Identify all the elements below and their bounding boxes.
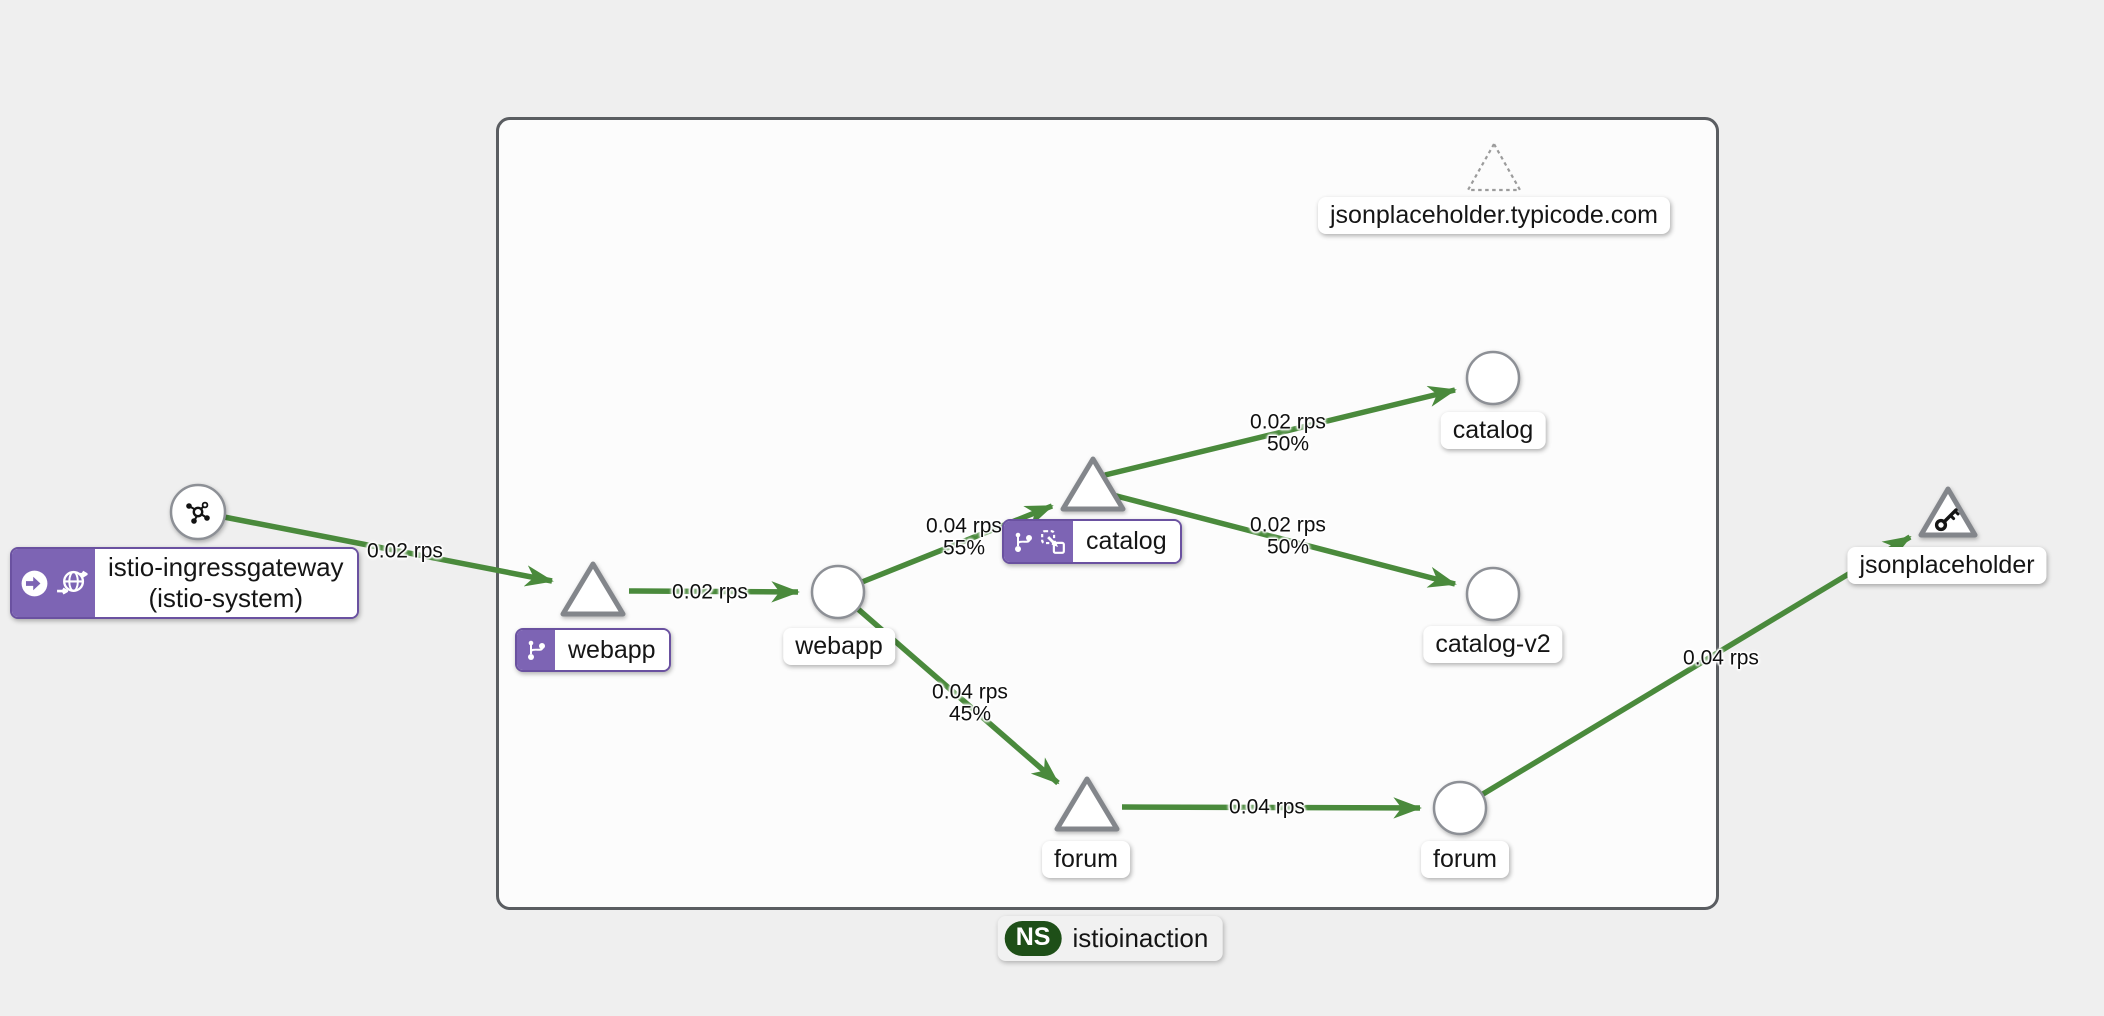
request-routing-icon: [1041, 529, 1065, 554]
edge-forum-service-to-forum[interactable]: [1121, 797, 1422, 819]
namespace-name: istioinaction: [1072, 923, 1209, 953]
label-forum-service[interactable]: forum: [1042, 841, 1130, 878]
virtual-service-icon: [1015, 532, 1032, 552]
node-external-host[interactable]: [1466, 142, 1522, 192]
gateway-icon: [57, 570, 88, 595]
edge-label-forum-jsonplaceholder[interactable]: 0.04 rps: [1683, 646, 1759, 670]
edge-label-catalogsvc-catalog[interactable]: 0.02 rps 50%: [1250, 410, 1326, 456]
node-label-text: catalog: [1086, 527, 1167, 555]
label-catalog-v2-workload[interactable]: catalog-v2: [1423, 626, 1563, 663]
label-catalog-service[interactable]: catalog: [1002, 519, 1182, 564]
edge-label-forumsvc-forum[interactable]: 0.04 rps: [1229, 795, 1305, 819]
edge-label-webappsvc-webapp[interactable]: 0.02 rps: [672, 580, 748, 604]
mesh-icon: [186, 501, 210, 524]
edge-ingress-to-webapp-service[interactable]: [223, 514, 554, 587]
node-catalog-service[interactable]: [1060, 456, 1126, 512]
edge-label-webapp-forum[interactable]: 0.04 rps 45%: [932, 680, 1008, 726]
label-ingressgateway[interactable]: istio-ingressgateway (istio-system): [10, 547, 359, 619]
node-jsonplaceholder-service[interactable]: [1918, 486, 1978, 538]
namespace-label[interactable]: NS istioinaction: [997, 916, 1223, 961]
node-forum-workload[interactable]: [1432, 780, 1488, 836]
edge-webapp-to-catalog-service[interactable]: [860, 503, 1054, 585]
edge-forum-to-jsonplaceholder[interactable]: [1481, 534, 1912, 797]
node-webapp-service[interactable]: [560, 561, 626, 617]
edge-label-catalogsvc-catalogv2[interactable]: 0.02 rps 50%: [1250, 513, 1326, 559]
edge-label-ingress-webapp[interactable]: 0.02 rps: [367, 539, 443, 563]
label-external-host[interactable]: jsonplaceholder.typicode.com: [1318, 197, 1670, 234]
label-webapp-workload[interactable]: webapp: [783, 628, 895, 665]
key-icon: [1934, 508, 1960, 532]
label-forum-workload[interactable]: forum: [1421, 841, 1509, 878]
label-webapp-service[interactable]: webapp: [515, 628, 671, 672]
label-catalog-workload[interactable]: catalog: [1440, 412, 1546, 449]
edge-catalog-service-to-catalog-v2[interactable]: [1104, 490, 1457, 588]
root-icon: [21, 570, 48, 596]
node-sublabel-text: (istio-system): [148, 583, 304, 613]
virtual-service-icon: [528, 640, 545, 660]
edge-webapp-service-to-webapp[interactable]: [628, 581, 800, 603]
node-catalog-workload[interactable]: [1465, 350, 1521, 406]
node-label-text: webapp: [568, 635, 656, 664]
edge-catalog-service-to-catalog[interactable]: [1104, 385, 1457, 478]
ns-icon: NS: [1004, 921, 1062, 956]
node-forum-service[interactable]: [1054, 776, 1120, 832]
edge-label-webapp-catalog[interactable]: 0.04 rps 55%: [926, 514, 1002, 560]
node-webapp-workload[interactable]: [810, 564, 866, 620]
node-label-text: istio-ingressgateway: [108, 551, 344, 582]
label-jsonplaceholder-service[interactable]: jsonplaceholder: [1847, 547, 2047, 584]
node-catalog-v2-workload[interactable]: [1465, 566, 1521, 622]
